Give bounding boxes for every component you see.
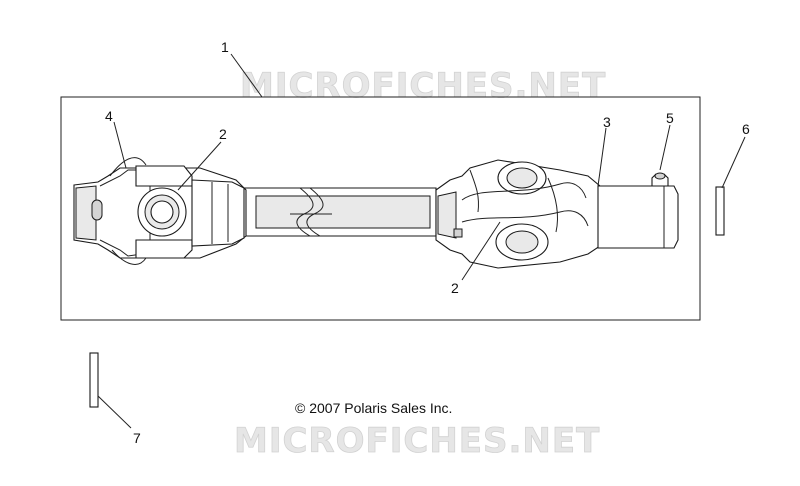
watermark-top: MICROFICHES.NET bbox=[240, 66, 606, 106]
right-u-joint bbox=[435, 159, 679, 269]
watermark-bottom: MICROFICHES.NET bbox=[234, 421, 600, 461]
assembly-frame bbox=[60, 96, 701, 321]
callout-1: 1 bbox=[221, 39, 229, 55]
left-u-joint bbox=[73, 157, 247, 265]
part-7-seal bbox=[89, 352, 99, 408]
shaft-tube bbox=[242, 187, 437, 237]
callout-4: 4 bbox=[105, 108, 113, 124]
callout-6: 6 bbox=[742, 121, 750, 137]
callout-2-left: 2 bbox=[219, 126, 227, 142]
copyright-text: © 2007 Polaris Sales Inc. bbox=[295, 400, 452, 416]
part-6-seal bbox=[715, 186, 725, 236]
callout-2-right: 2 bbox=[451, 280, 459, 296]
callout-3: 3 bbox=[603, 114, 611, 130]
callout-7: 7 bbox=[133, 430, 141, 446]
leader-lines bbox=[97, 53, 746, 429]
callout-5: 5 bbox=[666, 110, 674, 126]
